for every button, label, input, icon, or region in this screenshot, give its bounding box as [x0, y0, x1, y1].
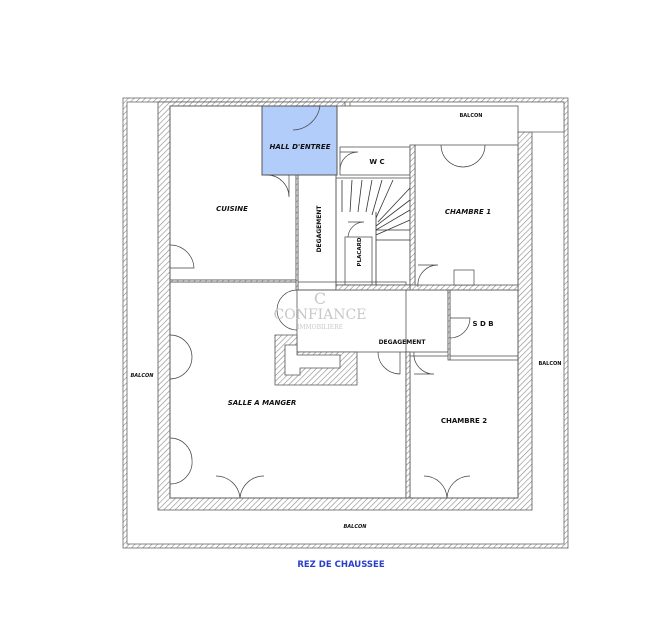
plan-title: REZ DE CHAUSSEE: [297, 560, 385, 570]
label-degagement-vertical: DEGAGEMENT: [316, 205, 323, 253]
exterior-walls: [157, 101, 565, 511]
label-salle-a-manger: SALLE A MANGER: [228, 399, 297, 407]
label-balcon-bottom: BALCON: [344, 524, 368, 530]
watermark-brand: CONFIANCE: [274, 307, 367, 323]
doors: [169, 105, 486, 499]
label-balcon-left: BALCON: [131, 373, 155, 379]
label-degagement-horizontal: DEGAGEMENT: [379, 339, 427, 346]
chimney: [274, 334, 358, 386]
label-balcon-right: BALCON: [539, 361, 562, 367]
label-wc: W C: [369, 158, 384, 166]
hall-highlight: [261, 105, 338, 176]
label-balcon-top: BALCON: [460, 113, 483, 119]
watermark-logo: C CONFIANCE IMMOBILIERE: [274, 289, 367, 331]
label-sdb: S D B: [472, 320, 493, 328]
label-cuisine: CUISINE: [216, 205, 248, 213]
label-placard: PLACARD: [357, 237, 363, 266]
staircase: [341, 179, 411, 285]
label-chambre-2: CHAMBRE 2: [441, 417, 487, 425]
label-chambre-1: CHAMBRE 1: [445, 208, 491, 216]
label-hall: HALL D'ENTREE: [270, 143, 331, 151]
svg-text:C: C: [314, 289, 326, 308]
interior-walls: [169, 105, 519, 499]
watermark-subtitle: IMMOBILIERE: [297, 324, 343, 331]
